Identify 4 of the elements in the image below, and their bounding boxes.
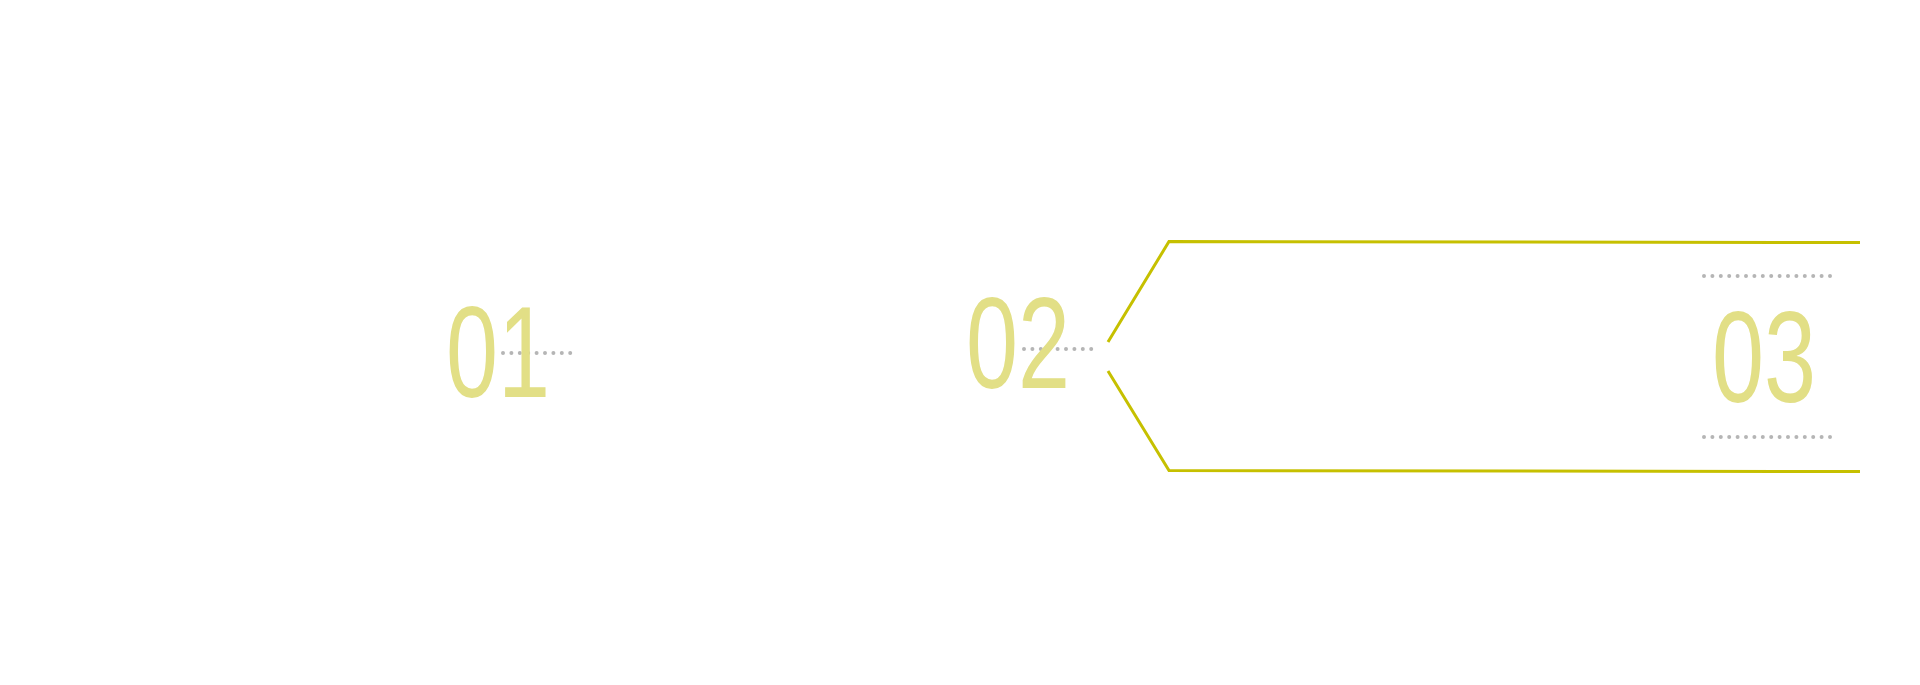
step-number: 02: [966, 295, 1071, 393]
step-number: 01: [446, 304, 551, 402]
chevron-frame: [1106, 240, 1862, 473]
step-number: 03: [1712, 309, 1817, 407]
